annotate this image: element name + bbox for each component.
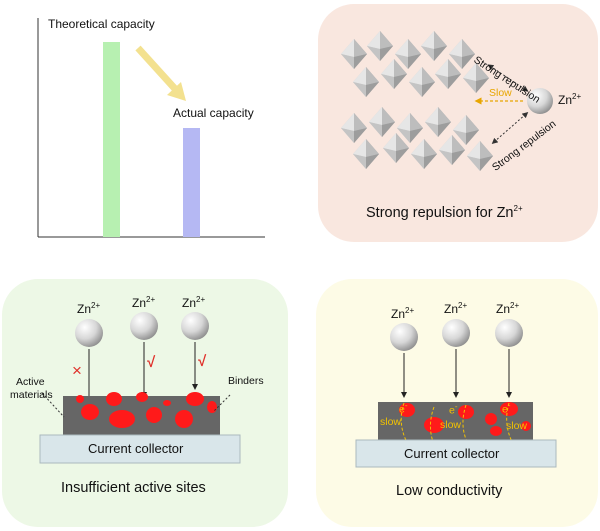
active-sites-panel: Zn2+ Zn2+ Zn2+ × √ √ Active materials Bi… bbox=[2, 279, 288, 527]
repulsion-svg bbox=[341, 31, 553, 171]
active-materials-label-2: materials bbox=[10, 389, 53, 401]
zn-ion-ball-3 bbox=[181, 312, 209, 340]
active-ion-label-2: Zn2+ bbox=[132, 295, 156, 310]
trend-arrow-head bbox=[167, 82, 186, 101]
lower-octahedra bbox=[341, 107, 493, 171]
zn-ion-ball-1 bbox=[75, 319, 103, 347]
ok-mark-2: √ bbox=[198, 353, 207, 370]
active-collector-label: Current collector bbox=[88, 441, 184, 456]
repulsion-panel-title: Strong repulsion for Zn2+ bbox=[366, 204, 523, 221]
repulsion-ion-label: Zn2+ bbox=[558, 92, 582, 107]
zn-ion-ball-b bbox=[442, 319, 470, 347]
active-sites-svg bbox=[39, 312, 241, 464]
theoretical-bar bbox=[103, 42, 120, 237]
slow-label-1: slow bbox=[380, 416, 402, 428]
upper-repulsion-arrow bbox=[487, 64, 529, 92]
electron-label-2: e- bbox=[449, 402, 458, 417]
slow-label-3: slow bbox=[506, 420, 528, 432]
actual-capacity-label: Actual capacity bbox=[173, 106, 254, 120]
theoretical-capacity-label: Theoretical capacity bbox=[48, 17, 155, 31]
active-materials-label-1: Active bbox=[16, 376, 45, 388]
cond-ion-label-a: Zn2+ bbox=[391, 306, 415, 321]
cond-ion-label-b: Zn2+ bbox=[444, 301, 468, 316]
conductivity-svg bbox=[355, 319, 557, 468]
active-materials-leader bbox=[41, 392, 65, 418]
conductivity-panel-title: Low conductivity bbox=[396, 483, 503, 499]
current-collector bbox=[39, 434, 241, 464]
electron-label-3: e- bbox=[502, 401, 511, 416]
electron-label-1: e- bbox=[399, 401, 408, 416]
upper-octahedra bbox=[341, 31, 489, 97]
blocked-mark: × bbox=[72, 361, 82, 380]
binders-label: Binders bbox=[228, 375, 264, 387]
active-material-particles-b bbox=[399, 402, 531, 436]
trend-arrow-shaft bbox=[135, 45, 180, 94]
slow-label: Slow bbox=[489, 87, 512, 99]
cond-collector-label: Current collector bbox=[404, 446, 500, 461]
repulsion-panel: Strong repulsion Strong repulsion Slow Z… bbox=[318, 4, 598, 242]
capacity-chart: Theoretical capacity Actual capacity bbox=[0, 0, 300, 250]
active-ion-label-1: Zn2+ bbox=[77, 301, 101, 316]
current-collector-b bbox=[355, 439, 557, 468]
lower-repulsion-arrow bbox=[491, 112, 529, 144]
zn-ion-ball bbox=[527, 88, 553, 114]
conductivity-panel: Zn2+ Zn2+ Zn2+ e- e- e- slow slow slow C… bbox=[316, 279, 598, 527]
ok-mark-1: √ bbox=[147, 354, 156, 371]
active-ion-label-3: Zn2+ bbox=[182, 295, 206, 310]
active-material-particles bbox=[76, 392, 217, 428]
slow-label-2: slow bbox=[440, 419, 462, 431]
zn-ion-ball-a bbox=[390, 323, 418, 351]
zn-ion-ball-2 bbox=[130, 312, 158, 340]
active-sites-panel-title: Insufficient active sites bbox=[61, 480, 206, 496]
cond-ion-label-c: Zn2+ bbox=[496, 301, 520, 316]
zn-ion-ball-c bbox=[495, 319, 523, 347]
actual-bar bbox=[183, 128, 200, 237]
capacity-chart-svg bbox=[37, 18, 265, 238]
